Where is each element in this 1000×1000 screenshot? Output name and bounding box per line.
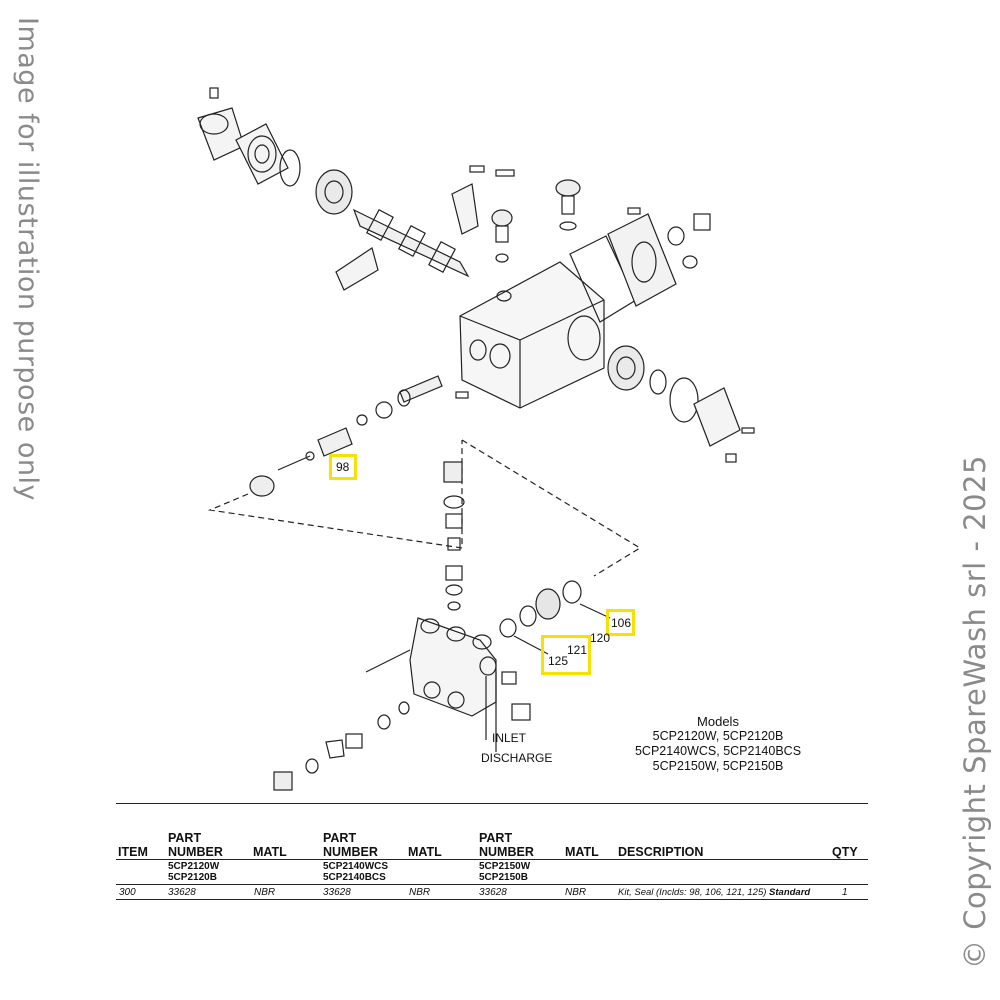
header-description: DESCRIPTION bbox=[618, 845, 704, 859]
seal-retainer bbox=[249, 475, 275, 497]
group3-model: 5CP2150B bbox=[479, 872, 528, 883]
header-part-3: PART bbox=[479, 831, 513, 845]
plunger-bolt bbox=[277, 455, 311, 471]
side-bearing-cover bbox=[693, 387, 741, 447]
valve-lower bbox=[325, 739, 345, 759]
valve-stack bbox=[443, 461, 465, 611]
o-ring-cap bbox=[559, 221, 577, 231]
plug-inlet bbox=[501, 671, 517, 685]
o-ring-top bbox=[279, 149, 301, 187]
seal-side bbox=[649, 369, 667, 395]
o-ring-small bbox=[495, 253, 509, 263]
row-part-3: 33628 bbox=[479, 887, 507, 898]
rear-cover bbox=[607, 213, 677, 307]
row-matl-3: NBR bbox=[565, 887, 587, 898]
screw-side bbox=[725, 453, 737, 463]
key-pin bbox=[741, 427, 755, 434]
assembly-line-left bbox=[207, 440, 463, 549]
valve-plug bbox=[273, 771, 293, 791]
group2-model: 5CP2140WCS bbox=[323, 861, 389, 872]
row-matl-2: NBR bbox=[409, 887, 431, 898]
header-matl-3: MATL bbox=[565, 845, 599, 859]
row-description-text: Kit, Seal (Inclds: 98, 106, 121, 125) bbox=[618, 887, 767, 898]
table-rule-top bbox=[116, 803, 868, 804]
o-ring-98 bbox=[305, 451, 315, 461]
models-line: 5CP2140WCS, 5CP2140BCS bbox=[634, 744, 802, 758]
washer bbox=[356, 414, 368, 426]
highlight-98 bbox=[329, 454, 357, 480]
callout-121: 121 bbox=[567, 643, 588, 657]
spring-lower bbox=[345, 733, 363, 749]
row-matl-1: NBR bbox=[254, 887, 276, 898]
models-line: 5CP2150W, 5CP2150B bbox=[652, 759, 784, 773]
o-ring-lower bbox=[398, 701, 410, 715]
seat-lower bbox=[377, 714, 391, 730]
plunger-rod bbox=[397, 375, 443, 407]
header-matl: MATL bbox=[253, 845, 287, 859]
leader-106 bbox=[579, 603, 611, 619]
assembly-line-right bbox=[461, 439, 642, 577]
seal-set-106-125 bbox=[499, 580, 582, 638]
connecting-rod-upper bbox=[451, 183, 479, 235]
o-ring-plug bbox=[305, 758, 319, 774]
group3-model: 5CP2150W bbox=[479, 861, 531, 872]
bearing-cover bbox=[235, 123, 289, 185]
o-ring-rear bbox=[667, 226, 685, 246]
header-part: PART bbox=[168, 831, 202, 845]
models-title: Models bbox=[697, 714, 739, 729]
models-block: Models 5CP2120W, 5CP2120B 5CP2140WCS, 5C… bbox=[620, 714, 816, 774]
header-part-2: PART bbox=[323, 831, 357, 845]
table-rule-bottom bbox=[116, 899, 868, 900]
callout-98: 98 bbox=[336, 460, 350, 474]
oil-drain-plug bbox=[693, 213, 711, 231]
row-description: Kit, Seal (Inclds: 98, 106, 121, 125) St… bbox=[618, 887, 810, 898]
side-bearing bbox=[607, 345, 645, 391]
crankshaft bbox=[352, 208, 470, 278]
callout-discharge: DISCHARGE bbox=[481, 751, 553, 765]
header-number-2: NUMBER bbox=[323, 845, 378, 859]
header-number-3: NUMBER bbox=[479, 845, 534, 859]
table-rule-models bbox=[116, 884, 868, 885]
header-qty: QTY bbox=[832, 845, 858, 859]
group1-model: 5CP2120W bbox=[168, 861, 220, 872]
connecting-rod bbox=[335, 247, 379, 291]
plug-small bbox=[682, 255, 698, 269]
callout-inlet: INLET bbox=[492, 731, 527, 745]
screw-small bbox=[469, 165, 485, 173]
wrist-pin bbox=[455, 391, 469, 399]
highlight-121-125 bbox=[541, 635, 591, 675]
group2-model: 5CP2140BCS bbox=[323, 872, 386, 883]
crankcase-cap bbox=[197, 87, 245, 161]
crankcase bbox=[459, 261, 605, 409]
row-qty: 1 bbox=[842, 887, 848, 898]
models-line: 5CP2120W, 5CP2120B bbox=[652, 729, 784, 743]
row-item: 300 bbox=[119, 887, 136, 898]
oil-seal bbox=[375, 401, 393, 419]
screw-cover bbox=[627, 207, 641, 215]
oil-fill-cap bbox=[555, 179, 581, 215]
manifold-bolt bbox=[365, 649, 411, 673]
highlight-106 bbox=[606, 609, 635, 636]
header-matl-2: MATL bbox=[408, 845, 442, 859]
header-number: NUMBER bbox=[168, 845, 223, 859]
o-ring-side bbox=[669, 377, 699, 423]
row-part-1: 33628 bbox=[168, 887, 196, 898]
callout-106: 106 bbox=[611, 616, 632, 630]
row-description-strong: Standard bbox=[769, 887, 811, 898]
plug-discharge bbox=[511, 703, 531, 721]
row-part-2: 33628 bbox=[323, 887, 351, 898]
callout-120: 120 bbox=[590, 631, 611, 645]
screw-small-2 bbox=[495, 169, 515, 177]
callout-125: 125 bbox=[548, 654, 569, 668]
shaft-bearing bbox=[315, 169, 353, 215]
header-item: ITEM bbox=[118, 845, 148, 859]
group1-model: 5CP2120B bbox=[168, 872, 217, 883]
manifold bbox=[409, 617, 497, 717]
ceramic-plunger bbox=[317, 427, 353, 457]
oil-gauge bbox=[491, 209, 513, 243]
table-rule-header bbox=[116, 859, 868, 860]
